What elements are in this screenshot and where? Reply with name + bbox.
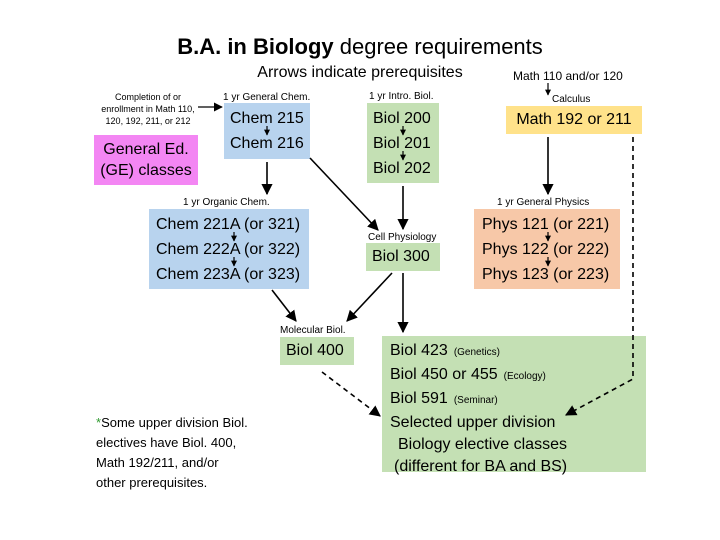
title-bold: B.A. in Biology bbox=[177, 34, 334, 59]
footnote-text: Some upper division Biol. bbox=[101, 415, 248, 430]
physics-box: Phys 121 (or 221) Phys 122 (or 222) Phys… bbox=[474, 209, 620, 289]
course-biol-300: Biol 300 bbox=[372, 248, 430, 265]
completion-note-line: enrollment in Math 110, bbox=[101, 104, 195, 114]
calculus-box: Math 192 or 211 bbox=[506, 106, 642, 134]
course-biol-400: Biol 400 bbox=[286, 342, 344, 359]
course-chem-215: Chem 215 bbox=[230, 110, 304, 127]
electives-line: Biology elective classes bbox=[398, 436, 567, 453]
course-biol-201: Biol 201 bbox=[373, 135, 431, 152]
intro-bio-label: 1 yr Intro. Biol. bbox=[369, 91, 434, 102]
arrow-organic-to-molbio bbox=[271, 289, 297, 322]
upper-course-row: Biol 423 (Genetics) bbox=[390, 340, 638, 364]
cell-phys-label: Cell Physiology bbox=[368, 232, 437, 243]
upper-division-box: Biol 423 (Genetics) Biol 450 or 455 (Ecolo… bbox=[382, 336, 646, 475]
course-biol-450: Biol 450 or 455 bbox=[390, 366, 498, 383]
organic-chem-box: Chem 221A (or 321) Chem 222A (or 322) Ch… bbox=[149, 209, 309, 289]
course-chem-216: Chem 216 bbox=[230, 135, 304, 152]
arrow-cellphys-to-molbio bbox=[346, 272, 393, 322]
footnote-star: * bbox=[96, 415, 102, 430]
course-tag: (Seminar) bbox=[453, 395, 498, 406]
electives-line: (different for BA and BS) bbox=[394, 458, 568, 475]
arrow-calculus-to-electives bbox=[565, 137, 634, 416]
calculus-label: Calculus bbox=[552, 94, 591, 105]
upper-course-row: Biol 591 (Seminar) bbox=[390, 388, 638, 412]
course-phys-122: Phys 122 (or 222) bbox=[482, 241, 610, 258]
electives-line: Selected upper division bbox=[390, 414, 556, 431]
course-biol-423: Biol 423 bbox=[390, 342, 448, 359]
course-tag: (Genetics) bbox=[453, 347, 500, 358]
math-prereq-label: Math 110 and/or 120 bbox=[513, 69, 623, 83]
general-ed-line: General Ed. bbox=[103, 141, 189, 158]
footnote-line: *Some upper division Biol. bbox=[96, 413, 248, 433]
general-ed-line: (GE) classes bbox=[100, 162, 192, 179]
course-phys-121: Phys 121 (or 221) bbox=[482, 216, 610, 233]
title-rest: degree requirements bbox=[333, 34, 543, 59]
course-math-192: Math 192 or 211 bbox=[516, 111, 632, 128]
general-ed-box: General Ed. (GE) classes bbox=[94, 135, 198, 185]
cell-phys-box: Biol 300 bbox=[366, 243, 440, 271]
footnote-line: electives have Biol. 400, bbox=[96, 435, 237, 450]
course-chem-223a: Chem 223A (or 323) bbox=[156, 266, 301, 283]
course-biol-202: Biol 202 bbox=[373, 160, 431, 177]
arrow-genchem-to-cellphys bbox=[309, 157, 379, 231]
course-biol-591: Biol 591 bbox=[390, 390, 448, 407]
footnote: *Some upper division Biol. electives hav… bbox=[96, 413, 248, 493]
course-chem-222a: Chem 222A (or 322) bbox=[156, 241, 301, 258]
completion-note-line: Completion of or bbox=[114, 92, 182, 102]
upper-course-row: Biol 450 or 455 (Ecology) bbox=[390, 364, 638, 388]
course-biol-200: Biol 200 bbox=[373, 110, 431, 127]
intro-bio-box: Biol 200 Biol 201 Biol 202 bbox=[367, 103, 439, 183]
course-tag: (Ecology) bbox=[503, 371, 546, 382]
mol-bio-box: Biol 400 bbox=[280, 337, 354, 365]
footnote-line: other prerequisites. bbox=[96, 475, 208, 490]
page-title: B.A. in Biology degree requirements bbox=[0, 34, 720, 60]
physics-label: 1 yr General Physics bbox=[497, 197, 590, 208]
gen-chem-label: 1 yr General Chem. bbox=[223, 92, 311, 103]
footnote-line: Math 192/211, and/or bbox=[96, 455, 219, 470]
completion-note: Completion of or enrollment in Math 110,… bbox=[92, 91, 204, 127]
course-chem-221a: Chem 221A (or 321) bbox=[156, 216, 301, 233]
mol-bio-label: Molecular Biol. bbox=[280, 325, 346, 336]
completion-note-line: 120, 192, 211, or 212 bbox=[105, 116, 191, 126]
arrow-molbio-to-electives bbox=[321, 371, 381, 417]
organic-chem-label: 1 yr Organic Chem. bbox=[183, 197, 270, 208]
course-phys-123: Phys 123 (or 223) bbox=[482, 266, 610, 283]
page-subtitle: Arrows indicate prerequisites bbox=[257, 64, 463, 81]
